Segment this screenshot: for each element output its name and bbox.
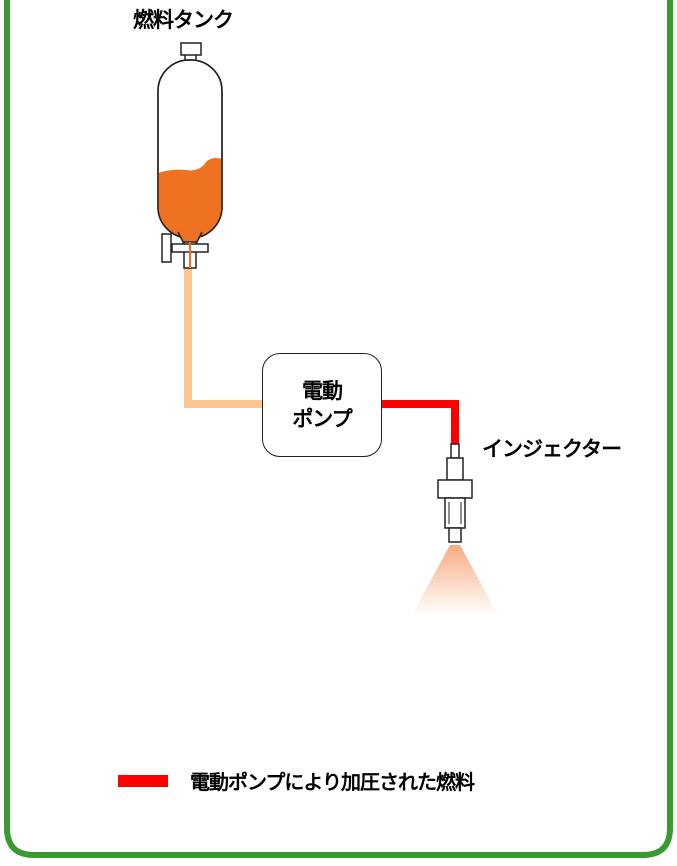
pump-label-line2: ポンプ (292, 407, 352, 431)
electric-pump-box: 電動 ポンプ (262, 353, 382, 457)
injector-icon (437, 443, 473, 543)
legend-swatch (118, 774, 168, 787)
fuel-spray (412, 545, 498, 615)
pump-label-line1: 電動 (302, 379, 343, 403)
low-pressure-fuel-line (184, 262, 264, 408)
injector-label: インジェクター (482, 437, 622, 461)
fuel-tank-label: 燃料タンク (133, 8, 234, 32)
fuel-tank-icon (157, 42, 223, 269)
legend-text: 電動ポンプにより加圧された燃料 (190, 770, 475, 794)
frame-border (4, 0, 673, 858)
legend: 電動ポンプにより加圧された燃料 (118, 766, 475, 795)
high-pressure-fuel-line (382, 400, 459, 446)
